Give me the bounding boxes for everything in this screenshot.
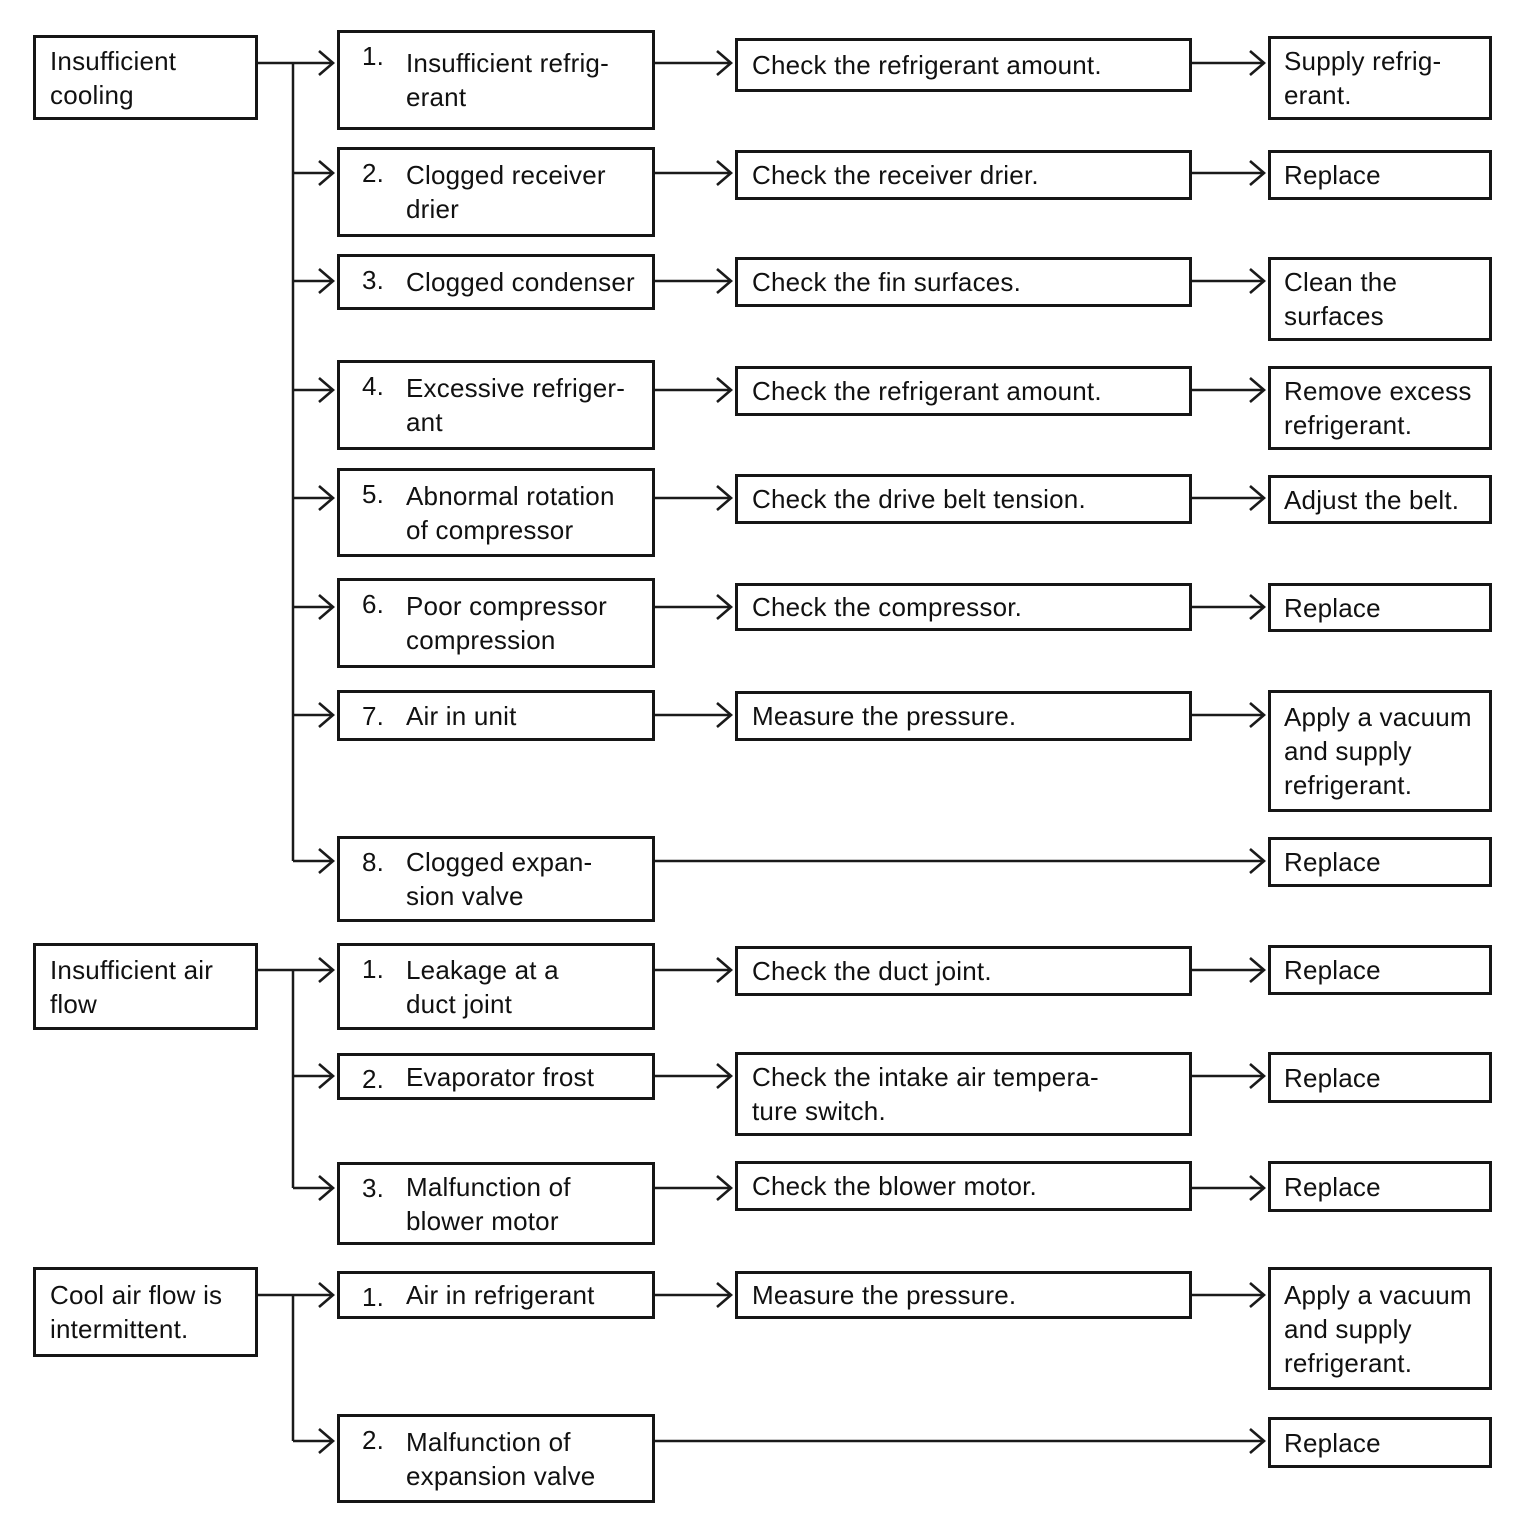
cause-label: Malfunction of blower motor	[406, 1171, 571, 1236]
check-box: Check the duct joint.	[735, 946, 1192, 996]
symptom-box-insufficient-air-flow: Insufficient air flow	[33, 943, 258, 1030]
cause-label: Leakage at a duct joint	[406, 954, 559, 1019]
cause-number: 7.	[362, 701, 385, 731]
cause-number: 5.	[362, 479, 385, 509]
check-label: Check the receiver drier.	[752, 160, 1039, 190]
cause-label: Evaporator frost	[406, 1061, 595, 1092]
cause-box: 1. Leakage at a duct joint	[337, 943, 655, 1030]
cause-number: 4.	[362, 371, 385, 401]
cause-label: Clogged expan- sion valve	[406, 847, 593, 911]
remedy-label: Apply a vacuum and supply refrigerant.	[1284, 1279, 1472, 1378]
remedy-label: Supply refrig- erant.	[1284, 46, 1442, 110]
cause-label: Clogged condenser	[406, 267, 635, 297]
remedy-box: Apply a vacuum and supply refrigerant.	[1268, 690, 1492, 812]
cause-box: 3. Clogged condenser	[337, 254, 655, 310]
cause-number: 2.	[362, 1425, 385, 1455]
cause-box: 8. Clogged expan- sion valve	[337, 836, 655, 922]
remedy-box: Replace	[1268, 583, 1492, 632]
cause-label: Poor compressor compression	[406, 591, 607, 655]
cause-number: 1.	[362, 1282, 385, 1312]
symptom-box-cool-air-flow-intermittent: Cool air flow is intermittent.	[33, 1267, 258, 1357]
cause-box: 7. Air in unit	[337, 690, 655, 741]
remedy-label: Replace	[1284, 160, 1381, 190]
remedy-box: Replace	[1268, 945, 1492, 995]
remedy-box: Remove excess refrigerant.	[1268, 366, 1492, 450]
cause-box: 1. Insufficient refrig- erant	[337, 30, 655, 130]
remedy-label: Replace	[1284, 955, 1381, 985]
remedy-box: Replace	[1268, 1161, 1492, 1212]
cause-number: 3.	[362, 265, 385, 295]
check-box: Check the refrigerant amount.	[735, 38, 1192, 92]
remedy-box: Supply refrig- erant.	[1268, 36, 1492, 120]
check-label: Check the refrigerant amount.	[752, 376, 1102, 406]
remedy-label: Replace	[1284, 847, 1381, 877]
symptom-box-insufficient-cooling: Insufficient cooling	[33, 35, 258, 120]
cause-number: 2.	[362, 158, 385, 188]
symptom-label: Cool air flow is intermittent.	[50, 1280, 223, 1344]
cause-label: Insufficient refrig- erant	[406, 48, 609, 112]
remedy-box: Clean the surfaces	[1268, 257, 1492, 341]
cause-label: Abnormal rotation of compressor	[406, 480, 615, 545]
check-box: Check the intake air tempera- ture switc…	[735, 1052, 1192, 1136]
remedy-box: Apply a vacuum and supply refrigerant.	[1268, 1267, 1492, 1390]
remedy-box: Replace	[1268, 150, 1492, 200]
cause-box: 1. Air in refrigerant	[337, 1271, 655, 1319]
cause-label: Air in unit	[406, 700, 517, 731]
cause-label: Excessive refriger- ant	[406, 373, 626, 437]
cause-box: 2. Malfunction of expansion valve	[337, 1414, 655, 1503]
cause-number: 8.	[362, 847, 385, 877]
remedy-label: Clean the surfaces	[1284, 267, 1398, 331]
remedy-label: Replace	[1284, 1427, 1381, 1458]
remedy-label: Replace	[1284, 592, 1381, 623]
cause-box: 2. Evaporator frost	[337, 1053, 655, 1100]
cause-number: 6.	[362, 589, 385, 619]
check-box: Check the blower motor.	[735, 1161, 1192, 1211]
cause-box: 4. Excessive refriger- ant	[337, 360, 655, 450]
check-label: Measure the pressure.	[752, 1280, 1017, 1310]
symptom-label: Insufficient air flow	[50, 954, 214, 1019]
remedy-label: Adjust the belt.	[1284, 484, 1460, 515]
check-box: Check the fin surfaces.	[735, 257, 1192, 307]
cause-number: 2.	[362, 1064, 385, 1094]
check-label: Check the fin surfaces.	[752, 267, 1022, 297]
cause-box: 5. Abnormal rotation of compressor	[337, 468, 655, 557]
cause-number: 1.	[362, 954, 385, 984]
cause-box: 2. Clogged receiver drier	[337, 147, 655, 237]
cause-label: Clogged receiver drier	[406, 160, 606, 224]
remedy-box: Replace	[1268, 1417, 1492, 1468]
cause-number: 1.	[362, 41, 385, 71]
check-box: Check the drive belt tension.	[735, 474, 1192, 524]
check-label: Check the drive belt tension.	[752, 484, 1086, 514]
check-label: Check the refrigerant amount.	[752, 50, 1102, 80]
check-label: Check the blower motor.	[752, 1171, 1037, 1201]
check-box: Measure the pressure.	[735, 1271, 1192, 1319]
cause-label: Malfunction of expansion valve	[406, 1426, 596, 1491]
check-label: Check the intake air tempera- ture switc…	[752, 1062, 1099, 1126]
remedy-box: Adjust the belt.	[1268, 475, 1492, 524]
check-box: Check the compressor.	[735, 583, 1192, 631]
check-label: Check the compressor.	[752, 592, 1023, 622]
remedy-label: Replace	[1284, 1171, 1381, 1202]
remedy-label: Remove excess refrigerant.	[1284, 376, 1472, 440]
cause-label: Air in refrigerant	[406, 1280, 595, 1310]
remedy-box: Replace	[1268, 837, 1492, 887]
symptom-label: Insufficient cooling	[50, 45, 177, 110]
cause-number: 3.	[362, 1173, 385, 1203]
cause-box: 6. Poor compressor compression	[337, 578, 655, 668]
check-box: Check the refrigerant amount.	[735, 366, 1192, 416]
cause-box: 3. Malfunction of blower motor	[337, 1162, 655, 1245]
check-box: Check the receiver drier.	[735, 150, 1192, 200]
remedy-label: Replace	[1284, 1062, 1381, 1093]
remedy-label: Apply a vacuum and supply refrigerant.	[1284, 702, 1472, 800]
check-label: Check the duct joint.	[752, 956, 992, 986]
check-box: Measure the pressure.	[735, 691, 1192, 741]
remedy-box: Replace	[1268, 1052, 1492, 1103]
check-label: Measure the pressure.	[752, 701, 1017, 731]
